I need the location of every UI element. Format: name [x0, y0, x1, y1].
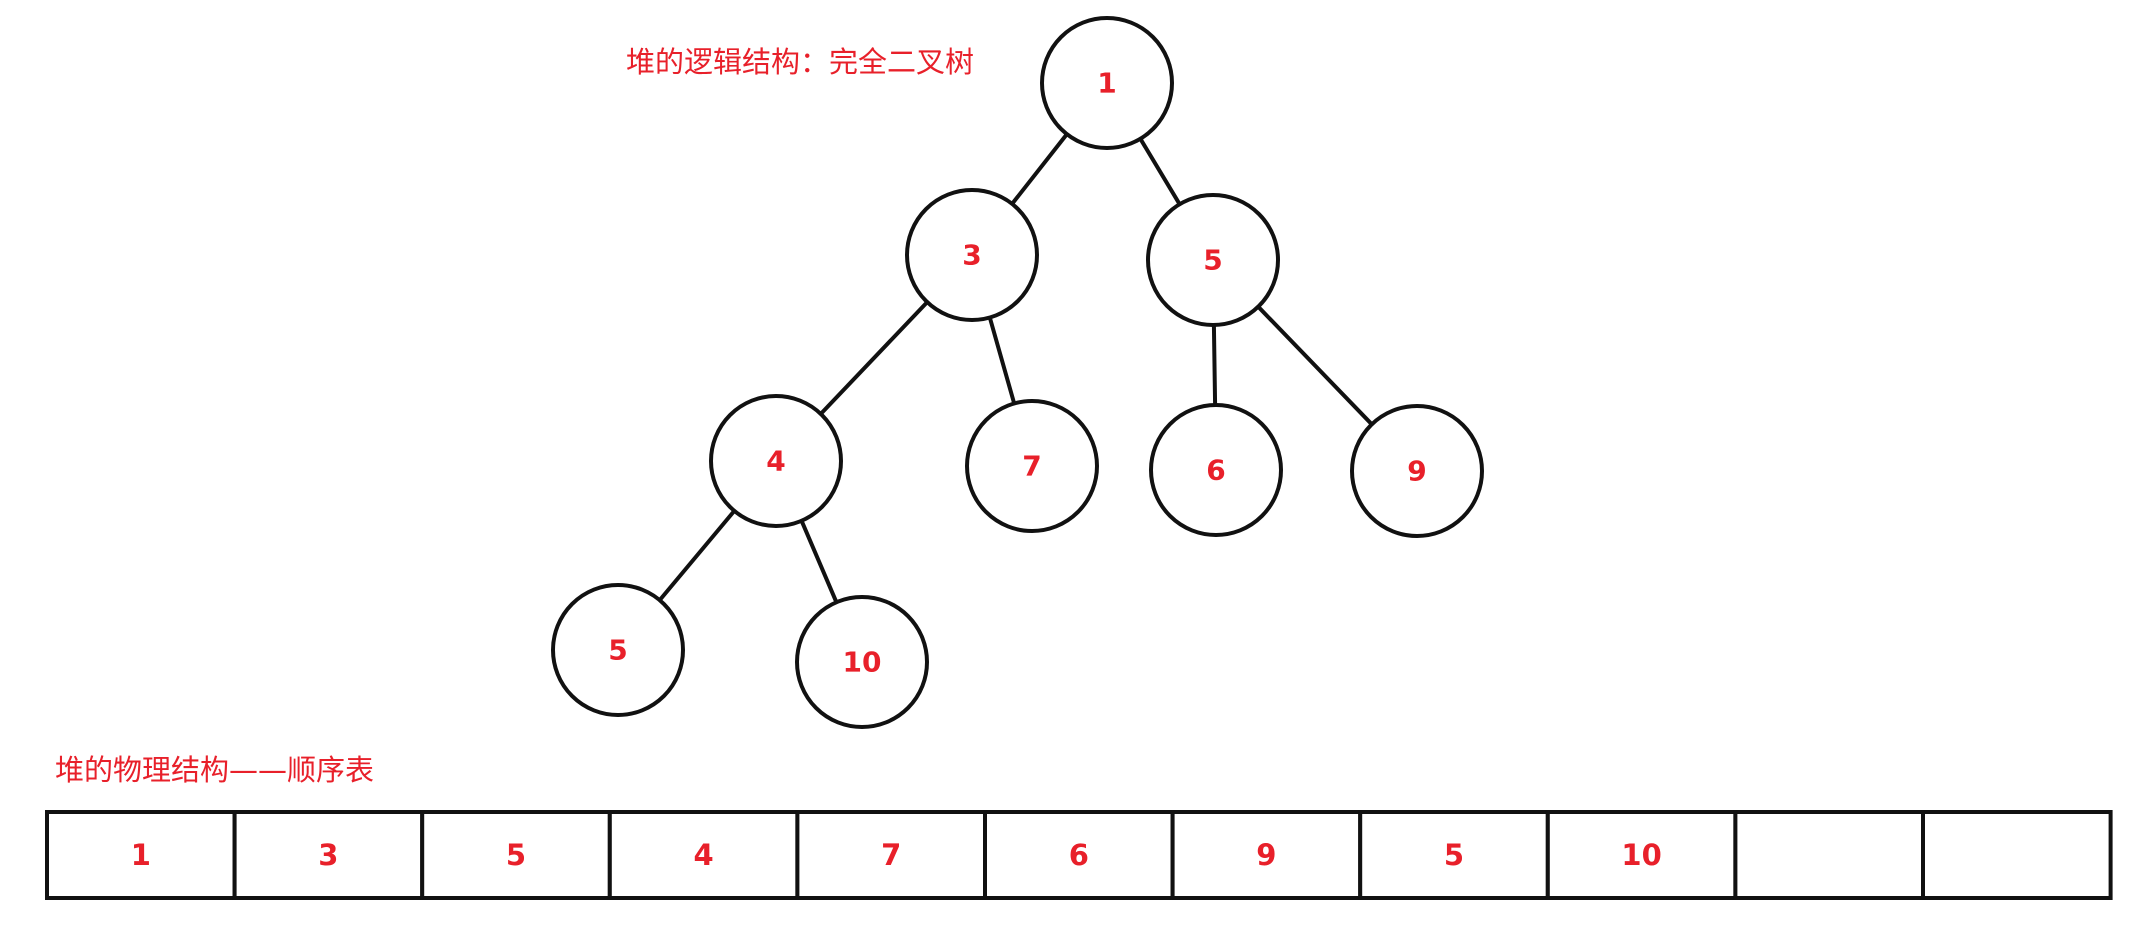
tree-node-circle	[551, 583, 685, 717]
tree-node-label: 4	[766, 445, 785, 478]
tree-node-circle	[1149, 403, 1283, 537]
array-cell-value: 1	[131, 838, 151, 872]
array-cell-box	[45, 810, 237, 900]
logical-structure-caption: 堆的逻辑结构：完全二叉树	[626, 45, 974, 79]
tree-edges	[657, 132, 1374, 605]
array-cell	[1733, 810, 1926, 900]
tree-node-label: 10	[843, 646, 882, 679]
tree-node-label: 5	[608, 634, 627, 667]
array-cell-value: 7	[881, 838, 901, 872]
tree-edge	[1256, 304, 1374, 427]
array-cell-value: 4	[694, 838, 714, 872]
tree-node: 4	[709, 394, 843, 528]
array-cell: 6	[983, 810, 1175, 900]
tree-node-circle	[965, 399, 1099, 533]
tree-edge	[657, 508, 737, 603]
array-cell-value: 6	[1069, 838, 1089, 872]
sequence-table: 1 3 5 4 7 6 9 5 10	[45, 810, 2113, 900]
tree-node: 1	[1040, 16, 1174, 150]
array-cell-box	[1170, 810, 1363, 900]
array-cell-box	[1545, 810, 1738, 900]
tree-edge	[987, 315, 1017, 406]
tree-node: 9	[1350, 404, 1484, 538]
array-cell-value: 9	[1256, 838, 1276, 872]
tree-node-circle	[1146, 193, 1280, 327]
array-cell-value: 5	[506, 838, 526, 872]
tree-edge	[1010, 132, 1069, 206]
tree-node: 5	[1146, 193, 1280, 327]
tree-node-circle	[905, 188, 1039, 322]
tree-node-circle	[709, 394, 843, 528]
tree-node-label: 1	[1097, 67, 1116, 100]
array-cell: 5	[420, 810, 612, 900]
array-cell	[1921, 810, 2113, 900]
array-cell-box	[607, 810, 800, 900]
tree-node-label: 9	[1407, 455, 1426, 488]
tree-node: 7	[965, 399, 1099, 533]
array-cell-value: 5	[1444, 838, 1464, 872]
array-cell-value: 3	[318, 838, 338, 872]
tree-edge	[1211, 323, 1218, 407]
tree-node-circle	[1350, 404, 1484, 538]
tree-node-label: 3	[962, 239, 981, 272]
tree-node: 5	[551, 583, 685, 717]
tree-edge	[818, 300, 930, 416]
tree-node-circle	[795, 595, 929, 729]
physical-structure-caption: 堆的物理结构——顺序表	[55, 753, 374, 787]
array-cell-box	[795, 810, 988, 900]
tree-node-circle	[1040, 16, 1174, 150]
tree-node: 3	[905, 188, 1039, 322]
array-cell: 5	[1358, 810, 1550, 900]
array-cell: 1	[45, 810, 237, 900]
tree-nodes: 1 3 5 4 7 6 9 5 10	[551, 16, 1484, 729]
array-cell-box	[420, 810, 612, 900]
tree-node: 10	[795, 595, 929, 729]
tree-node-label: 6	[1206, 454, 1225, 487]
array-cell-box	[1733, 810, 1926, 900]
array-cell-value: 10	[1621, 838, 1661, 872]
tree-edge	[799, 518, 839, 605]
tree-node: 6	[1149, 403, 1283, 537]
array-cell: 9	[1170, 810, 1363, 900]
array-cell-box	[1921, 810, 2113, 900]
tree-edge	[1138, 136, 1182, 207]
tree-node-label: 5	[1203, 244, 1222, 277]
array-cell: 10	[1545, 810, 1738, 900]
array-cell: 3	[232, 810, 425, 900]
array-cell: 7	[795, 810, 988, 900]
array-cell: 4	[607, 810, 800, 900]
tree-node-label: 7	[1022, 450, 1041, 483]
